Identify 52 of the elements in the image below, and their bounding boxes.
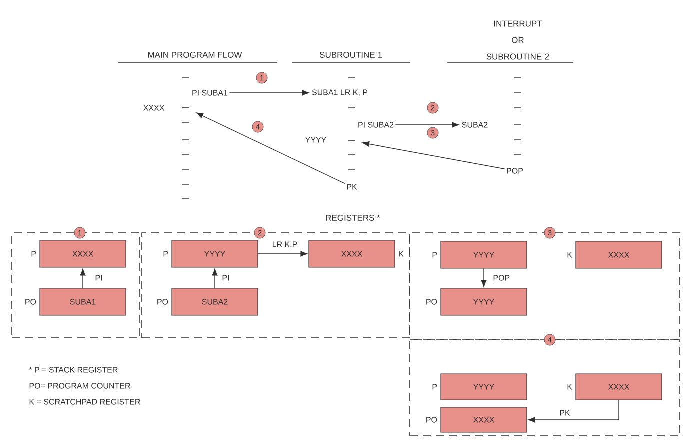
column-heading: INTERRUPT OR SUBROUTINE 2 [446, 20, 574, 64]
arrow [258, 251, 308, 257]
arrow [395, 122, 460, 128]
column-heading: SUBROUTINE 1 [292, 52, 410, 64]
register-box: XXXX [308, 240, 396, 268]
arrow [212, 268, 218, 289]
listing-instruction: SUBA1 LR K, P [312, 90, 368, 96]
listing-instruction: POP [507, 168, 524, 174]
register-box: SUBA2 [172, 288, 258, 316]
arrow [229, 90, 310, 96]
register-name: P [432, 252, 438, 258]
listing-instruction: PI SUBA1 [192, 90, 228, 96]
register-box: YYYY [172, 240, 258, 268]
arrow [80, 268, 86, 289]
register-name: PO [26, 299, 36, 305]
edge-label: PK [558, 409, 572, 417]
edge-label: PI [94, 274, 104, 282]
register-box: XXXX [440, 407, 528, 433]
register-box: SUBA1 [40, 288, 126, 316]
footnote: K = SCRATCHPAD REGISTER [30, 399, 140, 405]
arrow [481, 268, 487, 288]
register-name: K [399, 251, 404, 257]
register-box: YYYY [440, 241, 528, 269]
register-name: P [164, 251, 168, 257]
register-name: PO [426, 299, 438, 305]
edge-label: LR K,P [271, 240, 299, 250]
footnote: * P = STACK REGISTER [29, 367, 118, 373]
register-name: K [568, 384, 572, 390]
register-name: PO [426, 417, 438, 423]
column-heading: MAIN PROGRAM FLOW [118, 52, 278, 64]
arrow [362, 141, 506, 170]
register-box: XXXX [576, 374, 662, 400]
register-box: XXXX [40, 240, 126, 268]
register-box: YYYY [440, 374, 528, 400]
listing-instruction: SUBA2 [462, 122, 488, 128]
section-heading: REGISTERS * [326, 215, 380, 221]
address-label: XXXX [144, 105, 164, 111]
register-name: K [568, 252, 572, 258]
register-name: PO [158, 299, 168, 305]
register-box: YYYY [440, 288, 528, 316]
register-name: P [32, 251, 36, 257]
register-name: P [432, 384, 438, 390]
footnote: PO= PROGRAM COUNTER [30, 383, 130, 389]
arrow [196, 112, 346, 184]
edge-label: PI [221, 274, 231, 282]
arrow [528, 400, 620, 423]
listing-instruction: PK [347, 184, 358, 190]
edge-label: POP [492, 274, 512, 282]
address-label: YYYY [306, 137, 326, 143]
listing-instruction: PI SUBA2 [358, 122, 394, 128]
register-box: XXXX [576, 241, 662, 269]
address-tick [348, 140, 356, 142]
